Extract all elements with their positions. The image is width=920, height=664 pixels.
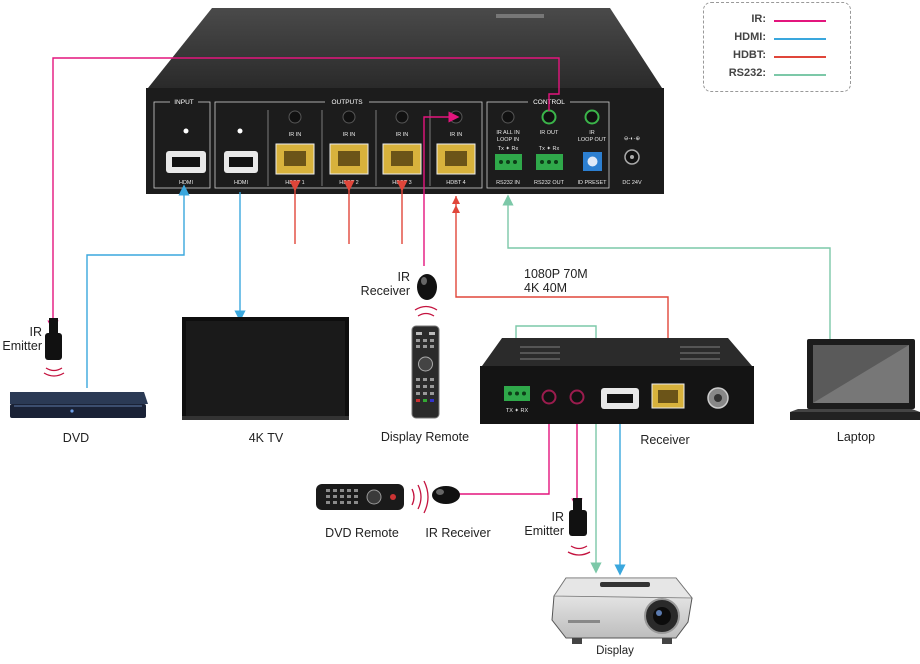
legend-label-hdmi: HDMI: [734,31,766,43]
hdbt1-port [275,143,315,175]
switcher-logo-strip [496,14,544,18]
ir-in-jack-2 [342,110,356,124]
ir-cable-emitter-dvd [47,57,560,332]
loop-out-label: LOOP OUT [578,137,607,143]
ir-loop-out-jack [584,109,600,125]
legend-label-hdbt: HDBT: [733,49,766,61]
dc-label: DC 24V [622,180,642,186]
ir-out-jack [541,109,557,125]
ir-cable-bottom-receiver [458,397,555,495]
ir-emitter-left-icon [43,318,65,377]
ir-all-in-label: IR ALL IN [496,130,519,136]
ir-in-jack-1 [288,110,302,124]
ir-receiver-top-label-line1: IR [397,270,411,284]
hdbt-switcher: INPUT OUTPUTS CONTROL HDMI HDMI IR IN HD… [146,8,664,194]
legend-swatch-rs232 [774,74,826,76]
ir-emitter-left-label: IR Emitter [0,325,42,353]
legend-item-rs232: RS232: [704,67,850,83]
legend-label-ir: IR: [751,13,766,25]
ir-all-in-jack [501,110,515,124]
ir-receiver-top-label: IR Receiver [340,270,410,298]
hdmi-cable-dvd [86,184,190,388]
hdbt-receiver-device: TX ✦ RX [480,338,754,424]
laptop-icon [790,339,920,420]
ir-receiver-top-icon [417,274,437,300]
tv-icon [182,317,349,420]
ir-loop-label: IR [589,130,595,136]
ir-in-label-4: IR IN [450,132,463,138]
dvd-remote-label: DVD Remote [325,526,399,540]
hdmi-in-label: HDMI [179,180,194,186]
outputs-section-label: OUTPUTS [331,99,363,106]
legend-item-ir: IR: [704,13,850,29]
rs232-in-label: RS232 IN [496,180,520,186]
ir-in-label-1: IR IN [289,132,302,138]
hdbt2-label: HDBT 2 [339,180,358,186]
ir-cable-top-receiver [423,111,460,266]
legend-label-rs232: RS232: [728,67,766,79]
receiver-label: Receiver [640,433,690,447]
tv-label: 4K TV [248,431,284,445]
hdbt3-label: HDBT 3 [392,180,411,186]
ir-in-jack-3 [395,110,409,124]
receiver-ir-out-jack [569,389,585,405]
laptop-label: Laptop [836,430,876,444]
ir-receiver-bottom-label: IR Receiver [425,526,491,540]
hdmi-out-label: HDMI [234,180,249,186]
legend-swatch-ir [774,20,826,22]
display-remote-label: Display Remote [380,430,470,444]
display-remote-icon [411,305,440,419]
ir-out-label: IR OUT [540,130,559,136]
receiver-txrx-label: TX ✦ RX [506,407,529,414]
dvd-label: DVD [62,431,90,445]
ir-emitter-bottom-label-line1: IR [551,510,565,524]
rs232-out-txrx: Tx ✦ Rx [539,145,560,152]
legend-item-hdmi: HDMI: [704,31,850,47]
distance-1080p: 1080P 70M [524,267,588,281]
switcher-front-panel [146,88,664,194]
projector-icon [551,577,693,644]
legend-swatch-hdbt [774,56,826,58]
ir-emitter-left-label-line2: Emitter [2,339,42,353]
hdbt1-label: HDBT 1 [285,180,304,186]
dc-polarity-icon: ⊖-◐-⊕ [624,136,641,142]
input-section-label: INPUT [174,99,194,106]
dvd-player-icon [10,392,148,418]
ir-emitter-bottom-label-line2: Emitter [524,524,564,538]
legend: IR: HDMI: HDBT: RS232: [703,2,851,92]
distance-4k: 4K 40M [524,281,568,295]
receiver-hdbt-port [651,383,685,409]
input-led [183,128,189,134]
ir-emitter-bottom-label: IR Emitter [516,510,564,538]
ir-emitter-bottom-icon [567,498,591,556]
legend-swatch-hdmi [774,38,826,40]
switcher-top [148,8,662,88]
receiver-ir-in-jack [541,389,557,405]
rs232-in-txrx: Tx ✦ Rx [498,145,519,152]
ir-receiver-bottom-icon [432,486,460,504]
legend-item-hdbt: HDBT: [704,49,850,65]
output-led [237,128,243,134]
ir-receiver-top-label-line2: Receiver [360,284,410,298]
distance-label: 1080P 70M 4K 40M [524,267,588,295]
hdbt4-label: HDBT 4 [446,180,465,186]
id-preset-label: ID PRESET [577,180,607,186]
ir-emitter-left-label-line1: IR [29,325,43,339]
display-label: Display [596,645,634,657]
ir-in-label-2: IR IN [343,132,356,138]
rs232-cable-laptop [502,194,831,346]
rs232-out-label: RS232 OUT [534,180,565,186]
ir-in-label-3: IR IN [396,132,409,138]
loop-in-label: LOOP IN [497,137,519,143]
dvd-remote-icon [316,480,429,514]
